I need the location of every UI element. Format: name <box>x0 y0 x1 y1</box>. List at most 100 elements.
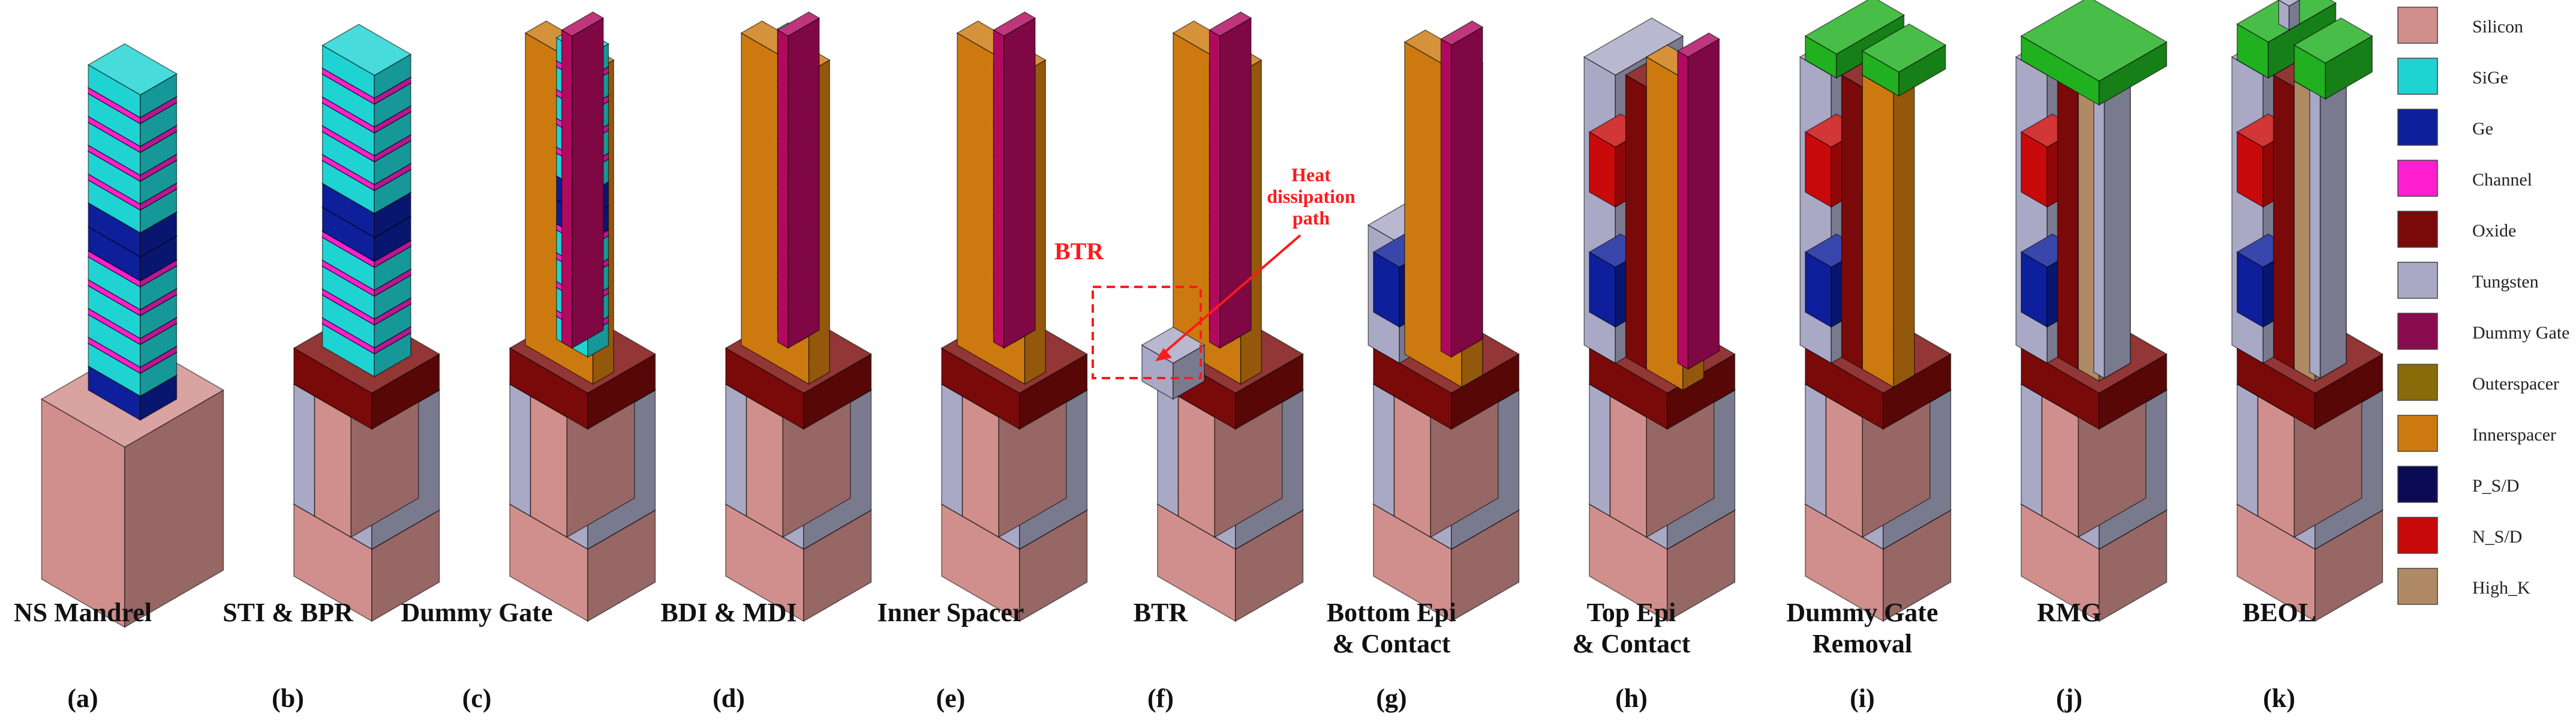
step-g-structure <box>1367 20 1520 622</box>
legend-swatch-n-s-d <box>2397 517 2438 554</box>
step-title-i-line1: Dummy Gate <box>1787 598 1938 627</box>
legend-swatch-innerspacer <box>2397 415 2438 452</box>
top-metal-right-top <box>1861 23 1947 73</box>
step-letter-e: (e) <box>936 684 966 713</box>
step-letter-a: (a) <box>67 684 98 713</box>
step-letter-c: (c) <box>462 684 492 713</box>
step-k-structure <box>2231 0 2384 622</box>
step-letter-g: (g) <box>1376 684 1406 713</box>
dummy-gate-side <box>1451 26 1483 358</box>
legend-swatch-p-s-d <box>2397 466 2438 503</box>
dummy-gate-front <box>1677 50 1689 370</box>
step-title-b: STI & BPR <box>223 598 354 627</box>
legend-swatch-high-k <box>2397 568 2438 605</box>
legend-label-channel: Channel <box>2472 170 2532 190</box>
spacer-shell <box>1861 62 1916 388</box>
bpr-left-front <box>2021 383 2043 517</box>
gate-metal-front <box>2309 83 2321 379</box>
step-title-e: Inner Spacer <box>877 598 1024 627</box>
legend-label-innerspacer: Innerspacer <box>2472 425 2556 445</box>
dummy-gate <box>1440 20 1484 358</box>
fin-front <box>2041 395 2079 538</box>
bpr-left-front <box>293 383 315 517</box>
step-i-structure <box>1799 0 1952 622</box>
dummy-gate-top <box>561 11 605 37</box>
dummy-gate-front <box>1440 38 1452 358</box>
dummy-gate <box>561 11 605 349</box>
dummy-gate <box>1676 32 1720 370</box>
fin-front <box>530 395 568 538</box>
bpr-left-front <box>725 383 747 517</box>
step-title-k: BEOL <box>2243 598 2316 627</box>
fin-front <box>1825 395 1863 538</box>
dummy-gate-top <box>1676 32 1720 58</box>
beol-via-top <box>2277 0 2301 7</box>
legend-swatch-channel <box>2397 160 2438 197</box>
heat-path-arrowhead <box>1155 348 1172 361</box>
dummy-gate <box>777 11 820 349</box>
step-a-structure <box>40 43 225 628</box>
dummy-gate-top <box>993 11 1036 37</box>
step-letter-k: (k) <box>2263 684 2295 713</box>
spacer-shell-side <box>1893 80 1915 388</box>
step-title-a: NS Mandrel <box>14 598 152 627</box>
legend-label-sige: SiGe <box>2472 68 2508 88</box>
dummy-gate-side <box>787 17 820 349</box>
fin-front <box>1393 395 1432 538</box>
dummy-gate <box>993 11 1036 349</box>
step-title-f: BTR <box>1134 598 1189 627</box>
legend-label-outerspacer: Outerspacer <box>2472 374 2559 394</box>
dummy-gate-top <box>777 11 820 37</box>
step-j-structure <box>2015 0 2168 622</box>
legend-label-n-s-d: N_S/D <box>2472 527 2522 547</box>
fin-front <box>961 395 1000 538</box>
bpr-left-front <box>1805 383 1827 517</box>
step-title-i-line2: Removal <box>1812 629 1912 658</box>
beol-metal-right-top <box>2293 17 2373 64</box>
step-d-structure <box>725 11 873 622</box>
step-letter-b: (b) <box>272 684 304 713</box>
step-b-structure <box>293 23 441 622</box>
step-title-g-line2: & Contact <box>1333 629 1451 658</box>
bpr-left-front <box>2237 383 2259 517</box>
dummy-gate-side <box>1219 17 1252 349</box>
fin-front <box>314 395 352 538</box>
dummy-gate-front <box>993 29 1005 349</box>
fin-front <box>2257 395 2295 538</box>
contact-column-top <box>1583 17 1684 76</box>
legend-swatch-ge <box>2397 109 2438 146</box>
heat-path-label-line2: dissipation <box>1267 185 1355 207</box>
spacer-shell-front <box>1862 74 1894 388</box>
legend-swatch-outerspacer <box>2397 364 2438 401</box>
beol-via <box>2277 0 2301 31</box>
gate-metal-front <box>2093 83 2105 379</box>
legend-swatch-dummy-gate <box>2397 313 2438 350</box>
isolation-oxide-front <box>1625 74 1648 370</box>
dummy-gate-top <box>1440 20 1484 46</box>
ns-sige-18 <box>321 23 412 99</box>
legend-swatch-sige <box>2397 58 2438 95</box>
btr-highlight-box <box>1092 286 1202 379</box>
gate-metal-side <box>2319 74 2347 379</box>
step-letter-i: (i) <box>1850 684 1875 713</box>
bpr-left-front <box>1157 383 1179 517</box>
top-metal <box>2020 0 2168 106</box>
step-c-structure <box>509 11 657 622</box>
dummy-gate-top <box>1209 11 1252 37</box>
gate-metal <box>2093 68 2132 379</box>
dummy-gate-side <box>1687 38 1720 370</box>
legend-label-silicon: Silicon <box>2472 17 2523 37</box>
top-metal-top <box>2020 0 2168 82</box>
step-title-h-line2: & Contact <box>1573 629 1691 658</box>
step-letter-f: (f) <box>1147 684 1174 713</box>
dummy-gate-front <box>777 29 789 349</box>
bpr-left-front <box>1589 383 1611 517</box>
step-title-g-line1: Bottom Epi <box>1327 598 1456 627</box>
step-labels-layer: NS Mandrel(a)STI & BPR(b)Dummy Gate(c)BD… <box>14 598 2316 713</box>
dummy-gate-front <box>1209 29 1221 349</box>
isolation-oxide-front <box>2273 74 2295 370</box>
ns-sige-18 <box>87 43 178 119</box>
step-letter-j: (j) <box>2056 684 2082 713</box>
